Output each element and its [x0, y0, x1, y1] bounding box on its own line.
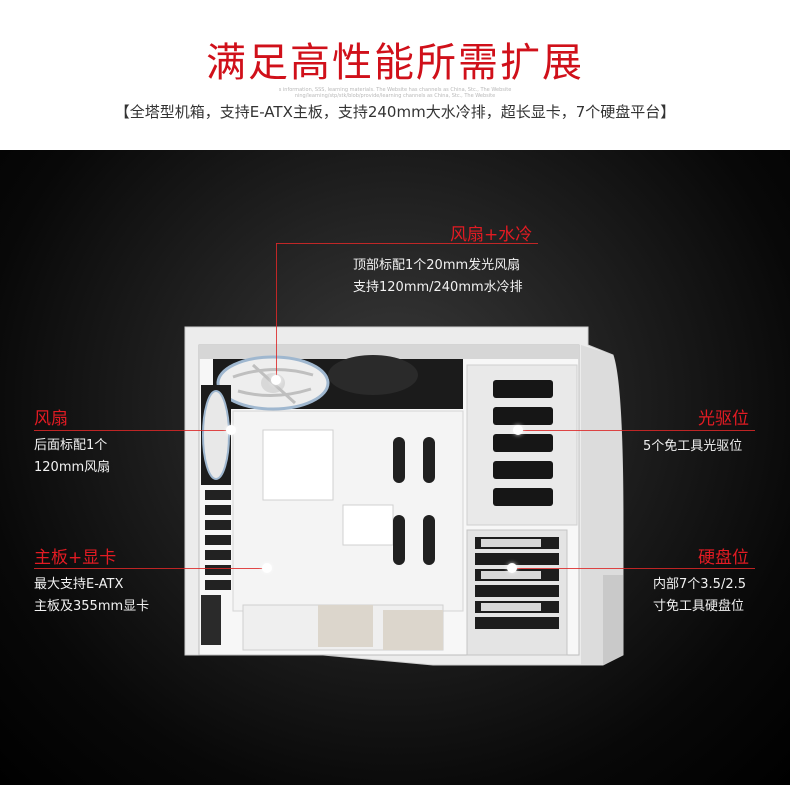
callout-board-gpu-dot — [262, 563, 272, 573]
callout-fan-water-line2: 支持120mm/240mm水冷排 — [353, 280, 523, 295]
callout-fan-water-line — [276, 243, 538, 244]
pc-case-image — [184, 326, 624, 666]
fine-print: s information, SSS, learning materials. … — [205, 87, 585, 99]
callout-board-gpu-line — [34, 568, 270, 569]
callout-fan-water-connector — [276, 243, 277, 380]
callout-optical-desc: 5个免工具光驱位 — [643, 436, 742, 458]
callout-optical-line1: 5个免工具光驱位 — [643, 439, 743, 454]
callout-fan-water-desc: 顶部标配1个20mm发光风扇 支持120mm/240mm水冷排 — [353, 255, 523, 299]
callout-optical-dot — [513, 425, 523, 435]
callout-fan-line1: 后面标配1个 — [34, 438, 108, 453]
callout-fan-desc: 后面标配1个 120mm风扇 — [34, 435, 110, 479]
callout-board-gpu-desc: 最大支持E-ATX 主板及355mm显卡 — [34, 574, 149, 618]
callout-fan-title: 风扇 — [34, 409, 68, 429]
callout-hdd-desc: 内部7个3.5/2.5 寸免工具硬盘位 — [653, 574, 746, 618]
page-title: 满足高性能所需扩展 — [206, 40, 584, 86]
callout-hdd-line1: 内部7个3.5/2.5 — [653, 577, 746, 592]
callout-optical-line — [518, 430, 755, 431]
callout-hdd-dot — [507, 563, 517, 573]
callout-fan-water-line1: 顶部标配1个20mm发光风扇 — [353, 258, 521, 273]
callout-board-gpu-title: 主板+显卡 — [34, 548, 117, 568]
page-subtitle: 【全塔型机箱，支持E-ATX主板，支持240mm大水冷排，超长显卡，7个硬盘平台… — [114, 103, 676, 121]
callout-fan-water-title: 风扇+水冷 — [450, 225, 533, 245]
callout-fan-dot — [226, 425, 236, 435]
header-section: 满足高性能所需扩展 s information, SSS, learning m… — [0, 0, 790, 150]
callout-hdd-line — [512, 568, 755, 569]
fine-print-line-1: s information, SSS, learning materials. … — [278, 87, 512, 93]
callout-board-gpu-line1: 最大支持E-ATX — [34, 577, 124, 592]
callout-hdd-title: 硬盘位 — [698, 548, 749, 568]
callout-fan-line2: 120mm风扇 — [34, 460, 111, 475]
callout-optical-title: 光驱位 — [698, 409, 749, 429]
callout-board-gpu-line2: 主板及355mm显卡 — [34, 599, 150, 614]
fine-print-line-2: ning/learning/stp/stk/blob/provide/learn… — [294, 93, 496, 99]
callout-hdd-line2: 寸免工具硬盘位 — [653, 599, 745, 614]
callout-fan-line — [34, 430, 234, 431]
callout-fan-water-dot — [271, 375, 281, 385]
